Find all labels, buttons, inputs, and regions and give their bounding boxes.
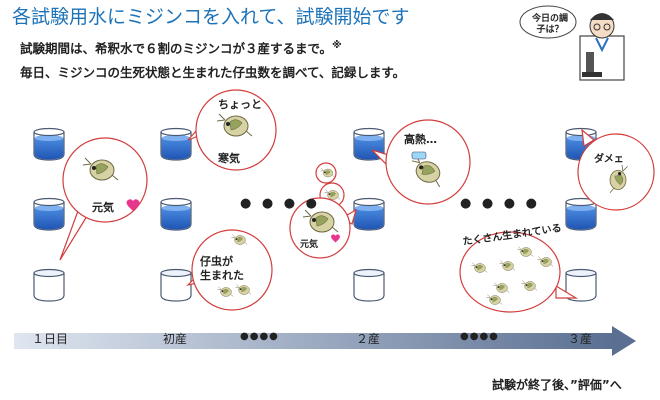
bubble-samuke-text: 寒気 xyxy=(218,152,240,165)
timeline-label: １日目 xyxy=(32,332,69,346)
speech-bubble-samuke xyxy=(187,89,277,171)
speech-bubble-dame xyxy=(577,128,655,211)
heart-icon xyxy=(126,199,140,211)
bubble-genki-small-text: 元気 xyxy=(300,240,319,250)
beaker-water xyxy=(353,197,385,231)
beaker-empty xyxy=(33,268,65,302)
daily-check-text: 毎日、ミジンコの生死状態と生まれた仔虫数を調べて、記録します。 xyxy=(20,65,406,80)
timeline-label: ●●●● xyxy=(240,331,279,342)
timeline-label: ２産 xyxy=(356,332,381,346)
speech-bubble-takusan xyxy=(459,231,579,313)
beaker-water xyxy=(33,197,65,231)
timeline-arrow xyxy=(14,326,636,356)
beaker-water xyxy=(160,197,192,231)
bubble-choto-text: ちょっと xyxy=(218,98,262,111)
beaker-empty xyxy=(160,268,192,302)
timeline-label: ●●●● xyxy=(460,331,499,342)
scientist-speech-text: 今日の調子は？ xyxy=(531,14,568,35)
beaker-water xyxy=(160,127,192,161)
timeline-label: 初産 xyxy=(163,332,188,346)
ellipsis-dots: ● ● ● ● xyxy=(460,196,540,211)
speech-bubble-kounetsu xyxy=(371,119,471,205)
beaker-water xyxy=(33,127,65,161)
test-period-text: 試験期間は、希釈水で６割のミジンコが３産するまで。※ xyxy=(20,38,342,57)
test-period-label: 試験期間は、希釈水で６割のミジンコが３産するまで。 xyxy=(20,41,333,56)
timeline-label: ３産 xyxy=(568,332,593,346)
scientist-illustration xyxy=(519,5,625,81)
ellipsis-dots: ● ● ● ● xyxy=(240,196,320,211)
beaker-empty xyxy=(353,268,385,302)
heart-icon xyxy=(331,234,340,243)
footer-note: 試験が終了後、”評価”へ xyxy=(492,378,622,392)
beaker-water xyxy=(565,197,597,231)
bubble-shichu-text-2: 生まれた xyxy=(200,269,244,282)
speech-bubble-genki xyxy=(59,137,148,261)
bubble-shichu-text-1: 仔虫が xyxy=(200,255,233,268)
bubble-dame-text: ダメェ xyxy=(594,154,624,165)
bubble-genki-text: 元気 xyxy=(92,201,114,214)
bubble-kounetsu-text: 高熱… xyxy=(404,133,437,146)
speech-bubble-small xyxy=(289,162,357,259)
note-mark: ※ xyxy=(332,39,342,51)
page-title: 各試験用水にミジンコを入れて、試験開始です xyxy=(12,6,410,28)
speech-bubble-shichu xyxy=(186,229,273,311)
